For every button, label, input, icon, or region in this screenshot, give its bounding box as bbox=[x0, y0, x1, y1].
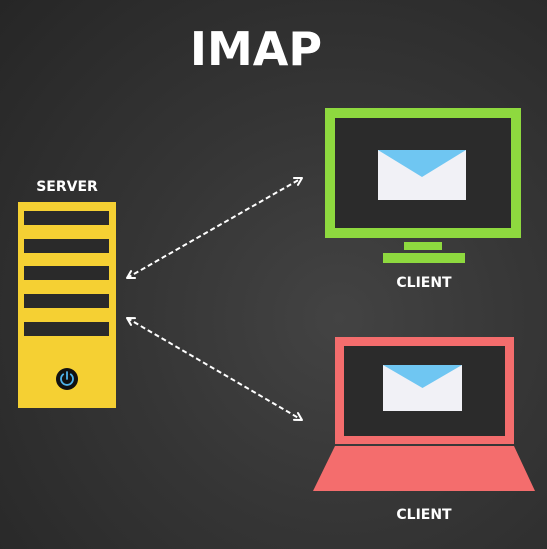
client-laptop: CLIENT bbox=[313, 337, 535, 523]
server-label: SERVER bbox=[36, 179, 98, 195]
client-desktop-label: CLIENT bbox=[396, 275, 452, 291]
server-slot bbox=[24, 294, 109, 308]
server-slot bbox=[24, 266, 109, 280]
server-slot bbox=[24, 239, 109, 253]
server-node: SERVER bbox=[18, 179, 116, 408]
diagram-title: IMAP bbox=[190, 22, 322, 76]
laptop-keyboard-deck bbox=[313, 446, 535, 491]
monitor-base bbox=[383, 253, 465, 263]
monitor-neck bbox=[404, 242, 442, 250]
connection-arrow-server-desktop bbox=[126, 177, 303, 279]
envelope-icon bbox=[383, 365, 462, 411]
client-desktop: CLIENT bbox=[325, 108, 521, 291]
power-icon bbox=[56, 368, 78, 390]
envelope-icon bbox=[378, 150, 466, 200]
server-slot bbox=[24, 211, 109, 225]
connection-arrow-server-laptop bbox=[125, 317, 303, 421]
server-slot bbox=[24, 322, 109, 336]
client-laptop-label: CLIENT bbox=[396, 507, 452, 523]
